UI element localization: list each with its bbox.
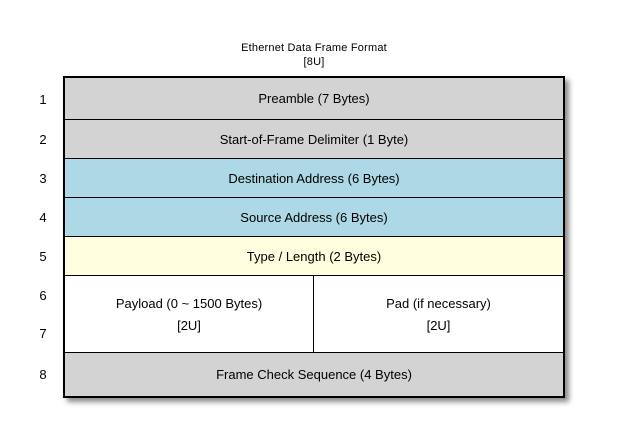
frame-cell-payload: Payload (0 ~ 1500 Bytes) [2U] xyxy=(65,276,314,352)
row-number-1: 1 xyxy=(39,91,47,107)
frame-row-preamble-label: Preamble (7 Bytes) xyxy=(258,91,370,106)
frame-row-destination-address: Destination Address (6 Bytes) xyxy=(65,159,563,198)
frame-row-type-length-label: Type / Length (2 Bytes) xyxy=(246,248,382,264)
frame-row-source-address: Source Address (6 Bytes) xyxy=(65,198,563,237)
row-number-4: 4 xyxy=(39,210,47,225)
frame-cell-payload-label: Payload (0 ~ 1500 Bytes) xyxy=(115,295,263,311)
frame-row-fcs-label: Frame Check Sequence (4 Bytes) xyxy=(216,367,412,382)
frame-row-preamble: Preamble (7 Bytes) xyxy=(65,78,563,120)
row-number-3: 3 xyxy=(39,171,47,186)
diagram-title-text: Ethernet Data Frame Format xyxy=(241,42,387,54)
frame-cell-payload-unit: [2U] xyxy=(177,317,201,333)
diagram-title: Ethernet Data Frame Format [8U] xyxy=(63,41,565,69)
frame-row-source-address-label: Source Address (6 Bytes) xyxy=(240,209,388,225)
frame-row-destination-address-label: Destination Address (6 Bytes) xyxy=(228,170,400,186)
row-number-7: 7 xyxy=(39,326,47,341)
frame-cell-pad-unit: [2U] xyxy=(426,317,451,333)
diagram-title-unit: [8U] xyxy=(303,56,325,68)
row-number-5: 5 xyxy=(39,249,47,264)
frame-cell-pad-label: Pad (if necessary) xyxy=(386,295,491,311)
frame-row-payload-pad: Payload (0 ~ 1500 Bytes) [2U] Pad (if ne… xyxy=(65,276,563,353)
row-number-6: 6 xyxy=(39,287,47,303)
ethernet-frame-table: Preamble (7 Bytes) Start-of-Frame Delimi… xyxy=(63,76,565,398)
row-number-2: 2 xyxy=(39,132,47,147)
row-number-column: 1 2 3 4 5 6 7 8 xyxy=(28,78,58,396)
frame-row-fcs: Frame Check Sequence (4 Bytes) xyxy=(65,353,563,396)
frame-row-sfd: Start-of-Frame Delimiter (1 Byte) xyxy=(65,120,563,159)
frame-cell-pad: Pad (if necessary) [2U] xyxy=(314,276,563,352)
frame-row-type-length: Type / Length (2 Bytes) xyxy=(65,237,563,276)
row-number-8: 8 xyxy=(39,367,47,382)
frame-row-sfd-label: Start-of-Frame Delimiter (1 Byte) xyxy=(219,131,409,147)
